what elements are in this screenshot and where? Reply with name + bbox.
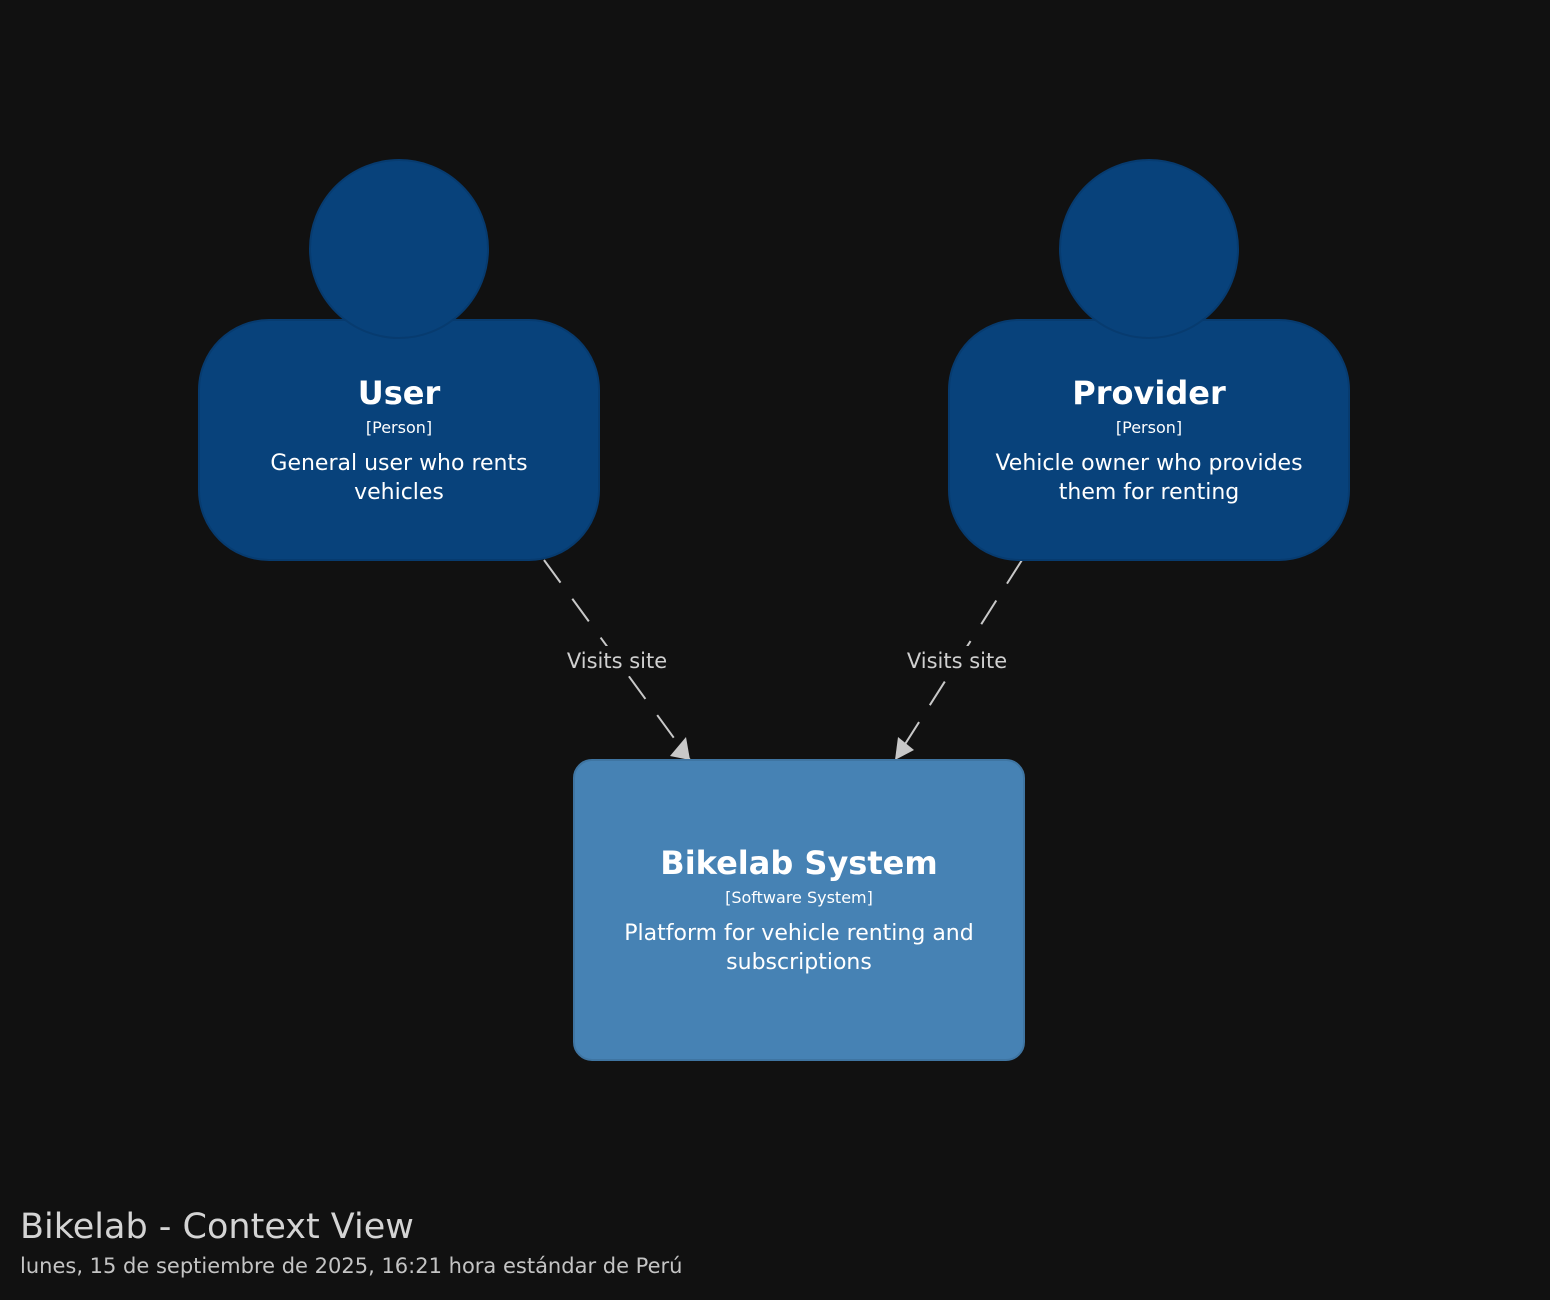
relationship-user-system[interactable]: Visits site	[543, 559, 691, 761]
person-user-description-line-2: vehicles	[354, 480, 444, 505]
person-user-type: [Person]	[366, 418, 432, 437]
software-system-bikelab[interactable]: Bikelab System [Software System] Platfor…	[573, 759, 1025, 1061]
software-system-bikelab-description-line-2: subscriptions	[726, 950, 872, 975]
person-provider-name: Provider	[1072, 374, 1226, 412]
person-provider[interactable]: Provider [Person] Vehicle owner who prov…	[948, 159, 1350, 561]
person-user-description-line-1: General user who rents	[270, 451, 527, 476]
diagram-timestamp: lunes, 15 de septiembre de 2025, 16:21 h…	[20, 1254, 683, 1278]
software-system-bikelab-box	[573, 759, 1025, 1061]
person-provider-type: [Person]	[1116, 418, 1182, 437]
relationship-provider-system[interactable]: Visits site	[894, 559, 1023, 761]
person-provider-description-line-2: them for renting	[1059, 480, 1239, 505]
software-system-bikelab-type: [Software System]	[725, 888, 873, 907]
person-user-head	[309, 159, 489, 339]
software-system-bikelab-description-line-1: Platform for vehicle renting and	[624, 921, 973, 946]
relationship-provider-system-label: Visits site	[907, 649, 1007, 673]
relationship-provider-system-arrowhead	[895, 737, 914, 760]
person-user-body	[198, 319, 600, 561]
relationship-user-system-label: Visits site	[567, 649, 667, 673]
software-system-bikelab-name: Bikelab System	[660, 844, 937, 882]
person-provider-head	[1059, 159, 1239, 339]
relationship-user-system-arrowhead	[670, 737, 690, 760]
person-provider-body	[948, 319, 1350, 561]
person-user-name: User	[358, 374, 441, 412]
person-user[interactable]: User [Person] General user who rents veh…	[198, 159, 600, 561]
diagram-title: Bikelab - Context View	[20, 1207, 414, 1247]
person-provider-description-line-1: Vehicle owner who provides	[995, 451, 1302, 476]
